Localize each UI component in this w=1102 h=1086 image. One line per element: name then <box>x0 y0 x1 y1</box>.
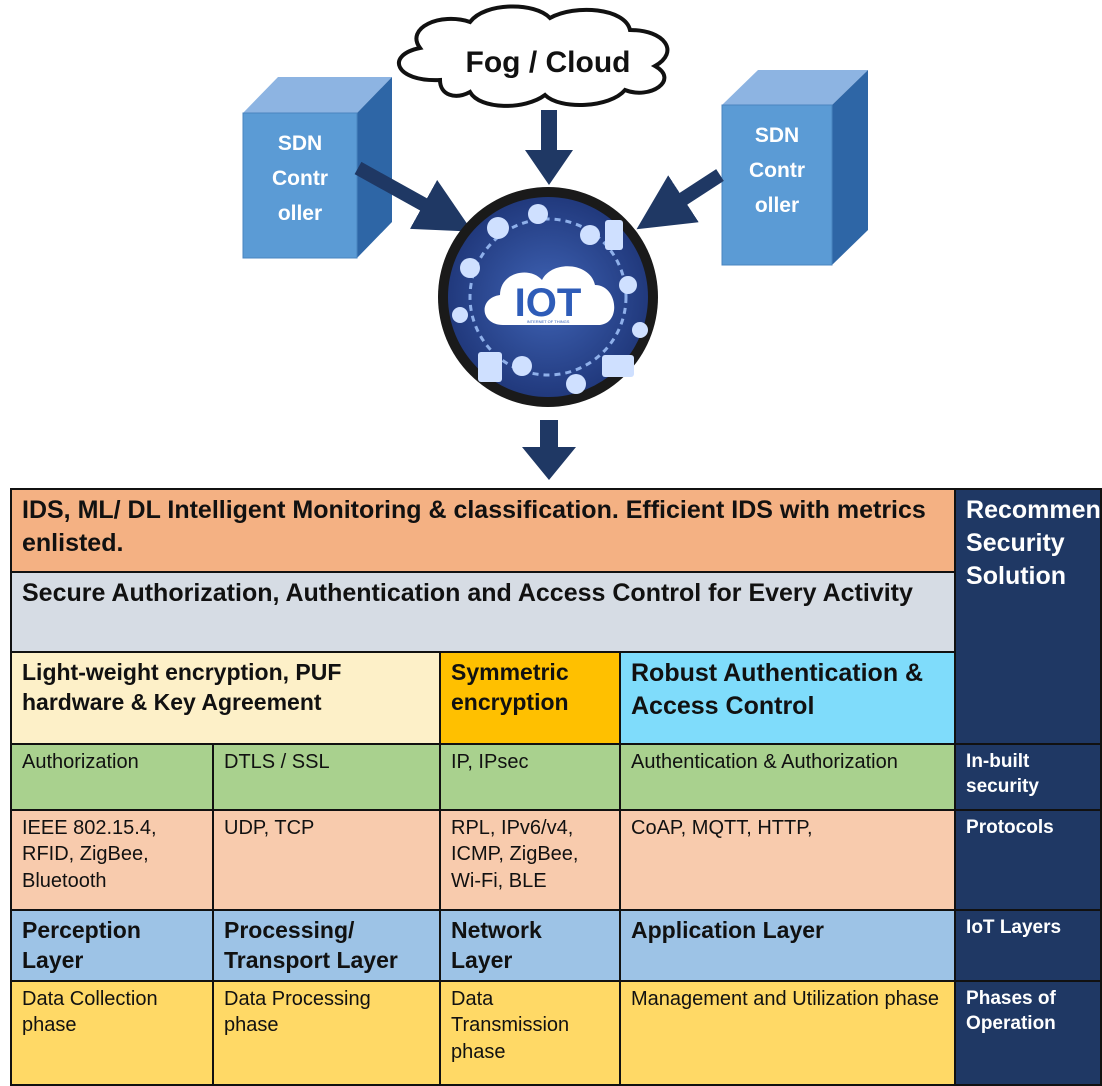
cell-layer-2: Processing/ Transport Layer <box>212 909 441 982</box>
sdn-controller-right: SDN Contr oller <box>721 70 868 266</box>
cell-inbuilt-1: Authorization <box>10 743 214 811</box>
fog-cloud: Fog / Cloud <box>397 4 670 108</box>
cell-recommended-solution: Recommended Security Solution <box>954 488 1102 745</box>
label-inbuilt-security: In-built security <box>954 743 1102 811</box>
row-phases: Data Collection phase Data Processing ph… <box>10 979 1102 1086</box>
cell-protocols-2: UDP, TCP <box>212 809 441 911</box>
architecture-diagram: Fog / Cloud SDN Contr oller SDN Contr ol… <box>242 4 868 480</box>
row-iot-layers: Perception Layer Processing/ Transport L… <box>10 909 1102 982</box>
iot-hub: IOT INTERNET OF THINGS <box>438 187 658 407</box>
row-auth: Secure Authorization, Authentication and… <box>9 571 1101 653</box>
controller-left-line1: SDN <box>278 132 322 155</box>
cell-phase-4: Management and Utilization phase <box>618 979 957 1086</box>
arrow-iot-down <box>522 420 576 480</box>
arrow-left-controller <box>354 161 473 232</box>
cell-inbuilt-3: IP, IPsec <box>439 743 621 811</box>
cell-ids-monitoring: IDS, ML/ DL Intelligent Monitoring & cla… <box>9 488 957 573</box>
cell-symmetric-encryption: Symmetric encryption <box>439 651 621 745</box>
cell-light-weight-encryption: Light-weight encryption, PUF hardware & … <box>10 651 441 745</box>
arrow-right-controller <box>636 169 724 230</box>
cell-layer-4: Application Layer <box>618 909 957 982</box>
label-protocols: Protocols <box>954 809 1102 911</box>
cell-protocols-3: RPL, IPv6/v4, ICMP, ZigBee, Wi-Fi, BLE <box>439 809 621 911</box>
cell-inbuilt-4: Authentication & Authorization <box>618 743 957 811</box>
cell-robust-authentication: Robust Authentication & Access Control <box>618 651 957 745</box>
row-ids: IDS, ML/ DL Intelligent Monitoring & cla… <box>9 488 1102 745</box>
cell-inbuilt-2: DTLS / SSL <box>212 743 441 811</box>
cloud-label: Fog / Cloud <box>466 46 631 79</box>
label-phases-of-operation: Phases of Operation <box>954 979 1102 1086</box>
controller-right-line3: oller <box>755 194 799 217</box>
row-protocols: IEEE 802.15.4, RFID, ZigBee, Bluetooth U… <box>10 809 1102 911</box>
label-iot-layers: IoT Layers <box>954 909 1102 982</box>
controller-left-line2: Contr <box>272 167 328 190</box>
cell-layer-1: Perception Layer <box>10 909 214 982</box>
iot-sub-label: INTERNET OF THINGS <box>527 319 570 324</box>
security-table: IDS, ML/ DL Intelligent Monitoring & cla… <box>9 488 1102 1086</box>
row-encryption: Light-weight encryption, PUF hardware & … <box>10 651 1101 745</box>
cell-protocols-4: CoAP, MQTT, HTTP, <box>618 809 957 911</box>
cell-phase-1: Data Collection phase <box>10 979 214 1086</box>
cell-protocols-1: IEEE 802.15.4, RFID, ZigBee, Bluetooth <box>10 809 214 911</box>
controller-right-line1: SDN <box>755 124 799 147</box>
arrows <box>354 110 724 480</box>
arrow-cloud-down <box>525 110 573 185</box>
sdn-controller-left: SDN Contr oller <box>242 77 392 259</box>
iot-label: IOT <box>515 281 582 325</box>
device-icons <box>452 204 648 394</box>
controller-right-line2: Contr <box>749 159 805 182</box>
row-inbuilt-security: Authorization DTLS / SSL IP, IPsec Authe… <box>10 743 1102 811</box>
controller-left-line3: oller <box>278 202 322 225</box>
cell-layer-3: Network Layer <box>439 909 621 982</box>
cell-secure-authorization: Secure Authorization, Authentication and… <box>9 571 957 653</box>
cell-phase-3: Data Transmission phase <box>439 979 621 1086</box>
cell-phase-2: Data Processing phase <box>212 979 441 1086</box>
